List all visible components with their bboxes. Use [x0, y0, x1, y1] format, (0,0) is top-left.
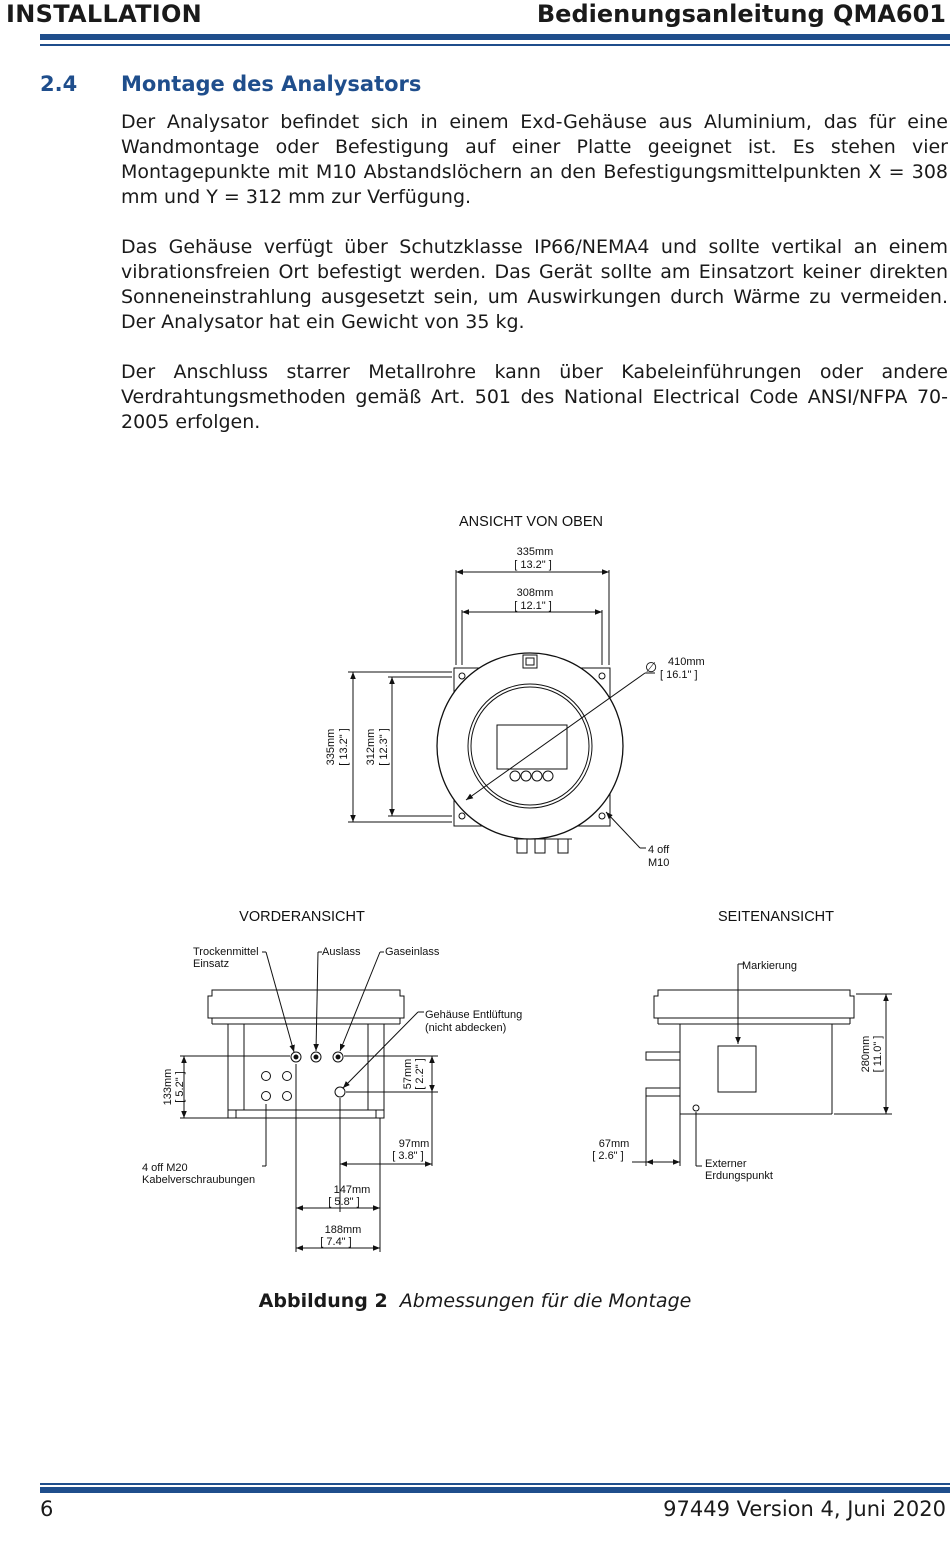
caption-text: Abmessungen für die Montage	[399, 1290, 692, 1312]
technical-drawing: ANSICHT VON OBEN 335mm [ 13.2" ] 308mm […	[142, 514, 892, 1252]
dim-67: 67mm	[599, 1138, 630, 1150]
dryer-label-2: Einsatz	[193, 958, 229, 970]
top-height-inner: 312mm	[365, 729, 377, 766]
document-version: 97449 Version 4, Juni 2020	[663, 1497, 946, 1521]
header-rule-thin	[40, 44, 950, 46]
inlet-label: Gaseinlass	[385, 946, 440, 958]
top-view-drawing	[348, 569, 655, 854]
dim-57-in: [ 2.2" ]	[414, 1058, 426, 1089]
top-diameter-in: [ 16.1" ]	[660, 669, 698, 681]
dim-133-in: [ 5.2" ]	[174, 1071, 186, 1102]
top-width-inner-in: [ 12.1" ]	[514, 600, 552, 612]
marking-label: Markierung	[742, 960, 797, 972]
top-height-outer: 335mm	[325, 729, 337, 766]
front-view-title: VORDERANSICHT	[239, 909, 365, 925]
dim-147: 147mm	[334, 1184, 371, 1196]
top-height-outer-in: [ 13.2" ]	[338, 728, 350, 766]
page-number: 6	[40, 1497, 54, 1521]
dim-280: 280mm	[860, 1036, 872, 1073]
ground-label-1: Externer	[705, 1158, 747, 1170]
section-title: Montage des Analysators	[121, 72, 422, 96]
mounting-dimensions-figure: ANSICHT VON OBEN 335mm [ 13.2" ] 308mm […	[0, 490, 950, 1280]
paragraph-1: Der Analysator befindet sich in einem Ex…	[121, 111, 948, 208]
dim-188-in: [ 7.4" ]	[320, 1236, 351, 1248]
footer-rule	[40, 1487, 950, 1493]
dim-147-in: [ 5.8" ]	[328, 1196, 359, 1208]
side-view-drawing	[632, 963, 892, 1167]
figure-caption: Abbildung 2 Abmessungen für die Montage	[0, 1290, 950, 1312]
footer-rule-thin	[40, 1483, 950, 1485]
ground-label-2: Erdungspunkt	[705, 1170, 773, 1182]
top-width-inner: 308mm	[517, 587, 554, 599]
header-document-title: Bedienungsanleitung QMA601	[536, 0, 946, 28]
top-width-outer-in: [ 13.2" ]	[514, 559, 552, 571]
outlet-label: Auslass	[322, 946, 361, 958]
diameter-symbol: ∅	[645, 659, 657, 675]
top-height-inner-in: [ 12.3" ]	[378, 728, 390, 766]
dim-57: 57mm	[402, 1059, 414, 1090]
header-section-label: INSTALLATION	[6, 0, 203, 28]
vent-label-1: Gehäuse Entlüftung	[425, 1009, 522, 1021]
dim-97: 97mm	[399, 1138, 430, 1150]
dim-133: 133mm	[162, 1069, 174, 1106]
header-rule	[40, 34, 950, 40]
paragraph-2: Das Gehäuse verfügt über Schutzklasse IP…	[121, 236, 948, 333]
glands-label-2: Kabelverschraubungen	[142, 1174, 255, 1186]
vent-label-2: (nicht abdecken)	[425, 1022, 506, 1034]
section-number: 2.4	[40, 72, 78, 96]
top-diameter: 410mm	[668, 656, 705, 668]
side-view-title: SEITENANSICHT	[718, 909, 834, 925]
top-view-title: ANSICHT VON OBEN	[459, 514, 603, 530]
caption-label: Abbildung 2	[258, 1290, 388, 1312]
mount-label-line2: M10	[648, 857, 669, 869]
top-width-outer: 335mm	[517, 546, 554, 558]
dim-188: 188mm	[325, 1224, 362, 1236]
dim-67-in: [ 2.6" ]	[592, 1150, 623, 1162]
dim-97-in: [ 3.8" ]	[392, 1150, 423, 1162]
paragraph-3: Der Anschluss starrer Metallrohre kann ü…	[121, 361, 948, 433]
front-view-drawing	[180, 951, 438, 1252]
mount-label-line1: 4 off	[648, 844, 670, 856]
dim-280-in: [ 11.0" ]	[872, 1036, 884, 1073]
glands-label-1: 4 off M20	[142, 1162, 188, 1174]
dryer-label-1: Trockenmittel	[193, 946, 259, 958]
